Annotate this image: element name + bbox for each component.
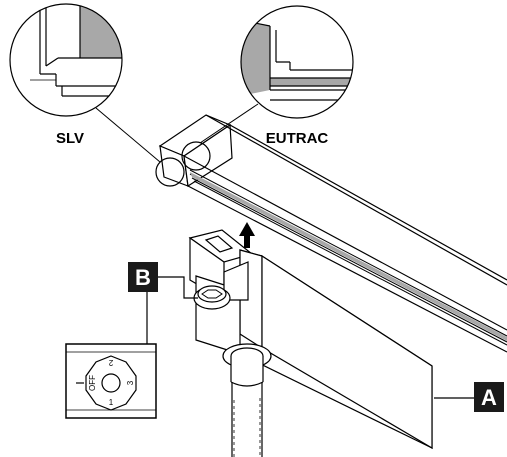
eutrac-profile-detail — [240, 5, 354, 119]
label-a-box — [474, 382, 504, 412]
slv-leader-line — [95, 107, 161, 163]
dial-pos-3: 3 — [126, 380, 135, 385]
eutrac-detail-marker — [181, 141, 211, 171]
rail-slot-shade — [190, 172, 507, 341]
slv-label: SLV — [56, 130, 84, 147]
dial-off-label: OFF — [88, 375, 97, 391]
label-b-leader — [158, 276, 198, 299]
adapter-housing — [188, 229, 433, 450]
dial-pos-2: 2 — [108, 358, 113, 367]
phase-dial-inset: OFF 1 2 3 — [65, 343, 157, 419]
label-a: A — [481, 385, 497, 410]
eutrac-label: EUTRAC — [266, 130, 329, 147]
slv-detail-marker — [155, 157, 185, 187]
phase-selector-knob — [193, 285, 231, 310]
power-cable — [222, 343, 272, 457]
label-b-box — [128, 262, 158, 292]
up-arrow-icon — [239, 222, 255, 248]
slv-profile-detail — [9, 3, 123, 117]
label-b: B — [135, 265, 151, 290]
eutrac-leader-line — [199, 103, 259, 144]
dial-pos-1: 1 — [109, 398, 114, 407]
